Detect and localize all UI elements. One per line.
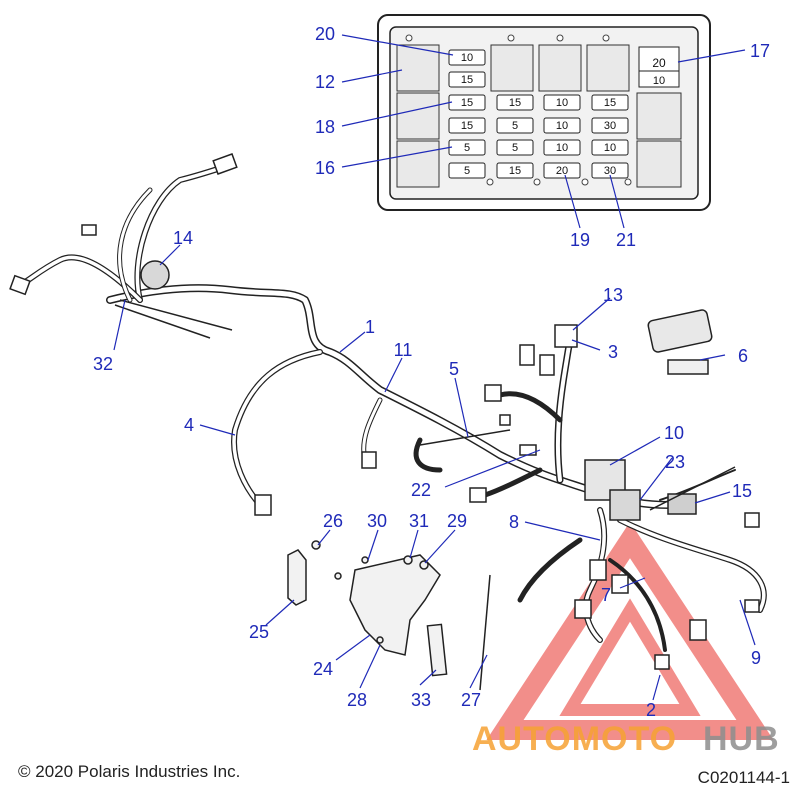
fuse-rating: 15 (461, 120, 473, 132)
callout-5: 5 (449, 359, 459, 379)
callout-33: 33 (411, 690, 431, 710)
fuse-box (377, 14, 711, 211)
callout-29: 29 (447, 511, 467, 531)
callout-3: 3 (608, 342, 618, 362)
callout-20: 20 (315, 24, 335, 44)
callout-17: 17 (750, 41, 770, 61)
fuse-column-4: 15 30 10 30 (591, 94, 629, 179)
callout-7: 7 (601, 585, 611, 605)
watermark-hub: HUB (703, 720, 780, 758)
callout-23: 23 (665, 452, 685, 472)
fuse-rating: 20 (652, 56, 666, 70)
callout-4: 4 (184, 415, 194, 435)
fuse-rating: 10 (556, 97, 568, 109)
callout-18: 18 (315, 117, 335, 137)
callout-19: 19 (570, 230, 590, 250)
fuse-rating: 5 (464, 142, 470, 154)
fuse-rating: 30 (604, 165, 616, 177)
watermark-automoto: AUTOMOTO (472, 720, 677, 758)
fuse-rating: 15 (509, 165, 521, 177)
harness-connectors (9, 153, 760, 670)
callout-15: 15 (732, 481, 752, 501)
callout-8: 8 (509, 512, 519, 532)
fuse-column-3: 10 10 10 20 (543, 94, 581, 179)
bracket-parts (287, 540, 491, 691)
fuse-rating: 5 (512, 142, 518, 154)
fuse-rating: 15 (461, 97, 473, 109)
callout-26: 26 (323, 511, 343, 531)
callout-27: 27 (461, 690, 481, 710)
callout-1: 1 (365, 317, 375, 337)
callout-9: 9 (751, 648, 761, 668)
fuse-rating: 10 (556, 120, 568, 132)
callout-11: 11 (394, 340, 413, 360)
leader-lines (113, 34, 756, 701)
callout-24: 24 (313, 659, 333, 679)
callout-13: 13 (603, 285, 623, 305)
callout-numbers: 20 12 18 16 17 19 21 14 13 1 3 6 32 11 5… (93, 24, 770, 720)
diagram-code: C0201144-1 (697, 768, 790, 787)
callout-14: 14 (173, 228, 193, 248)
callout-22: 22 (411, 480, 431, 500)
fuse-rating: 10 (556, 142, 568, 154)
copyright-text: © 2020 Polaris Industries Inc. (18, 762, 241, 781)
callout-16: 16 (315, 158, 335, 178)
fuse-rating: 20 (556, 165, 568, 177)
callout-6: 6 (738, 346, 748, 366)
fuse-column-1: 10 15 15 15 5 5 (448, 49, 486, 179)
fuse-top-right: 20 10 (638, 46, 680, 88)
fuse-column-2: 15 5 5 15 (496, 94, 534, 179)
callout-30: 30 (367, 511, 387, 531)
callout-31: 31 (409, 511, 429, 531)
fuse-rating: 5 (512, 120, 518, 132)
callout-12: 12 (315, 72, 335, 92)
cable-ties (114, 299, 736, 511)
callout-32: 32 (93, 354, 113, 374)
fuse-rating: 15 (461, 74, 473, 86)
fuse-rating: 10 (653, 75, 665, 87)
callout-10: 10 (664, 423, 684, 443)
fuse-rating: 15 (509, 97, 521, 109)
fuse-rating: 5 (464, 165, 470, 177)
callout-2: 2 (646, 700, 656, 720)
watermark-text: AUTOMOTO HUB (472, 720, 780, 758)
fuse-rating: 30 (604, 120, 616, 132)
callout-25: 25 (249, 622, 269, 642)
fuse-rating: 15 (604, 97, 616, 109)
fuse-rating: 10 (461, 52, 473, 64)
callout-28: 28 (347, 690, 367, 710)
callout-21: 21 (616, 230, 636, 250)
fuse-rating: 10 (604, 142, 616, 154)
